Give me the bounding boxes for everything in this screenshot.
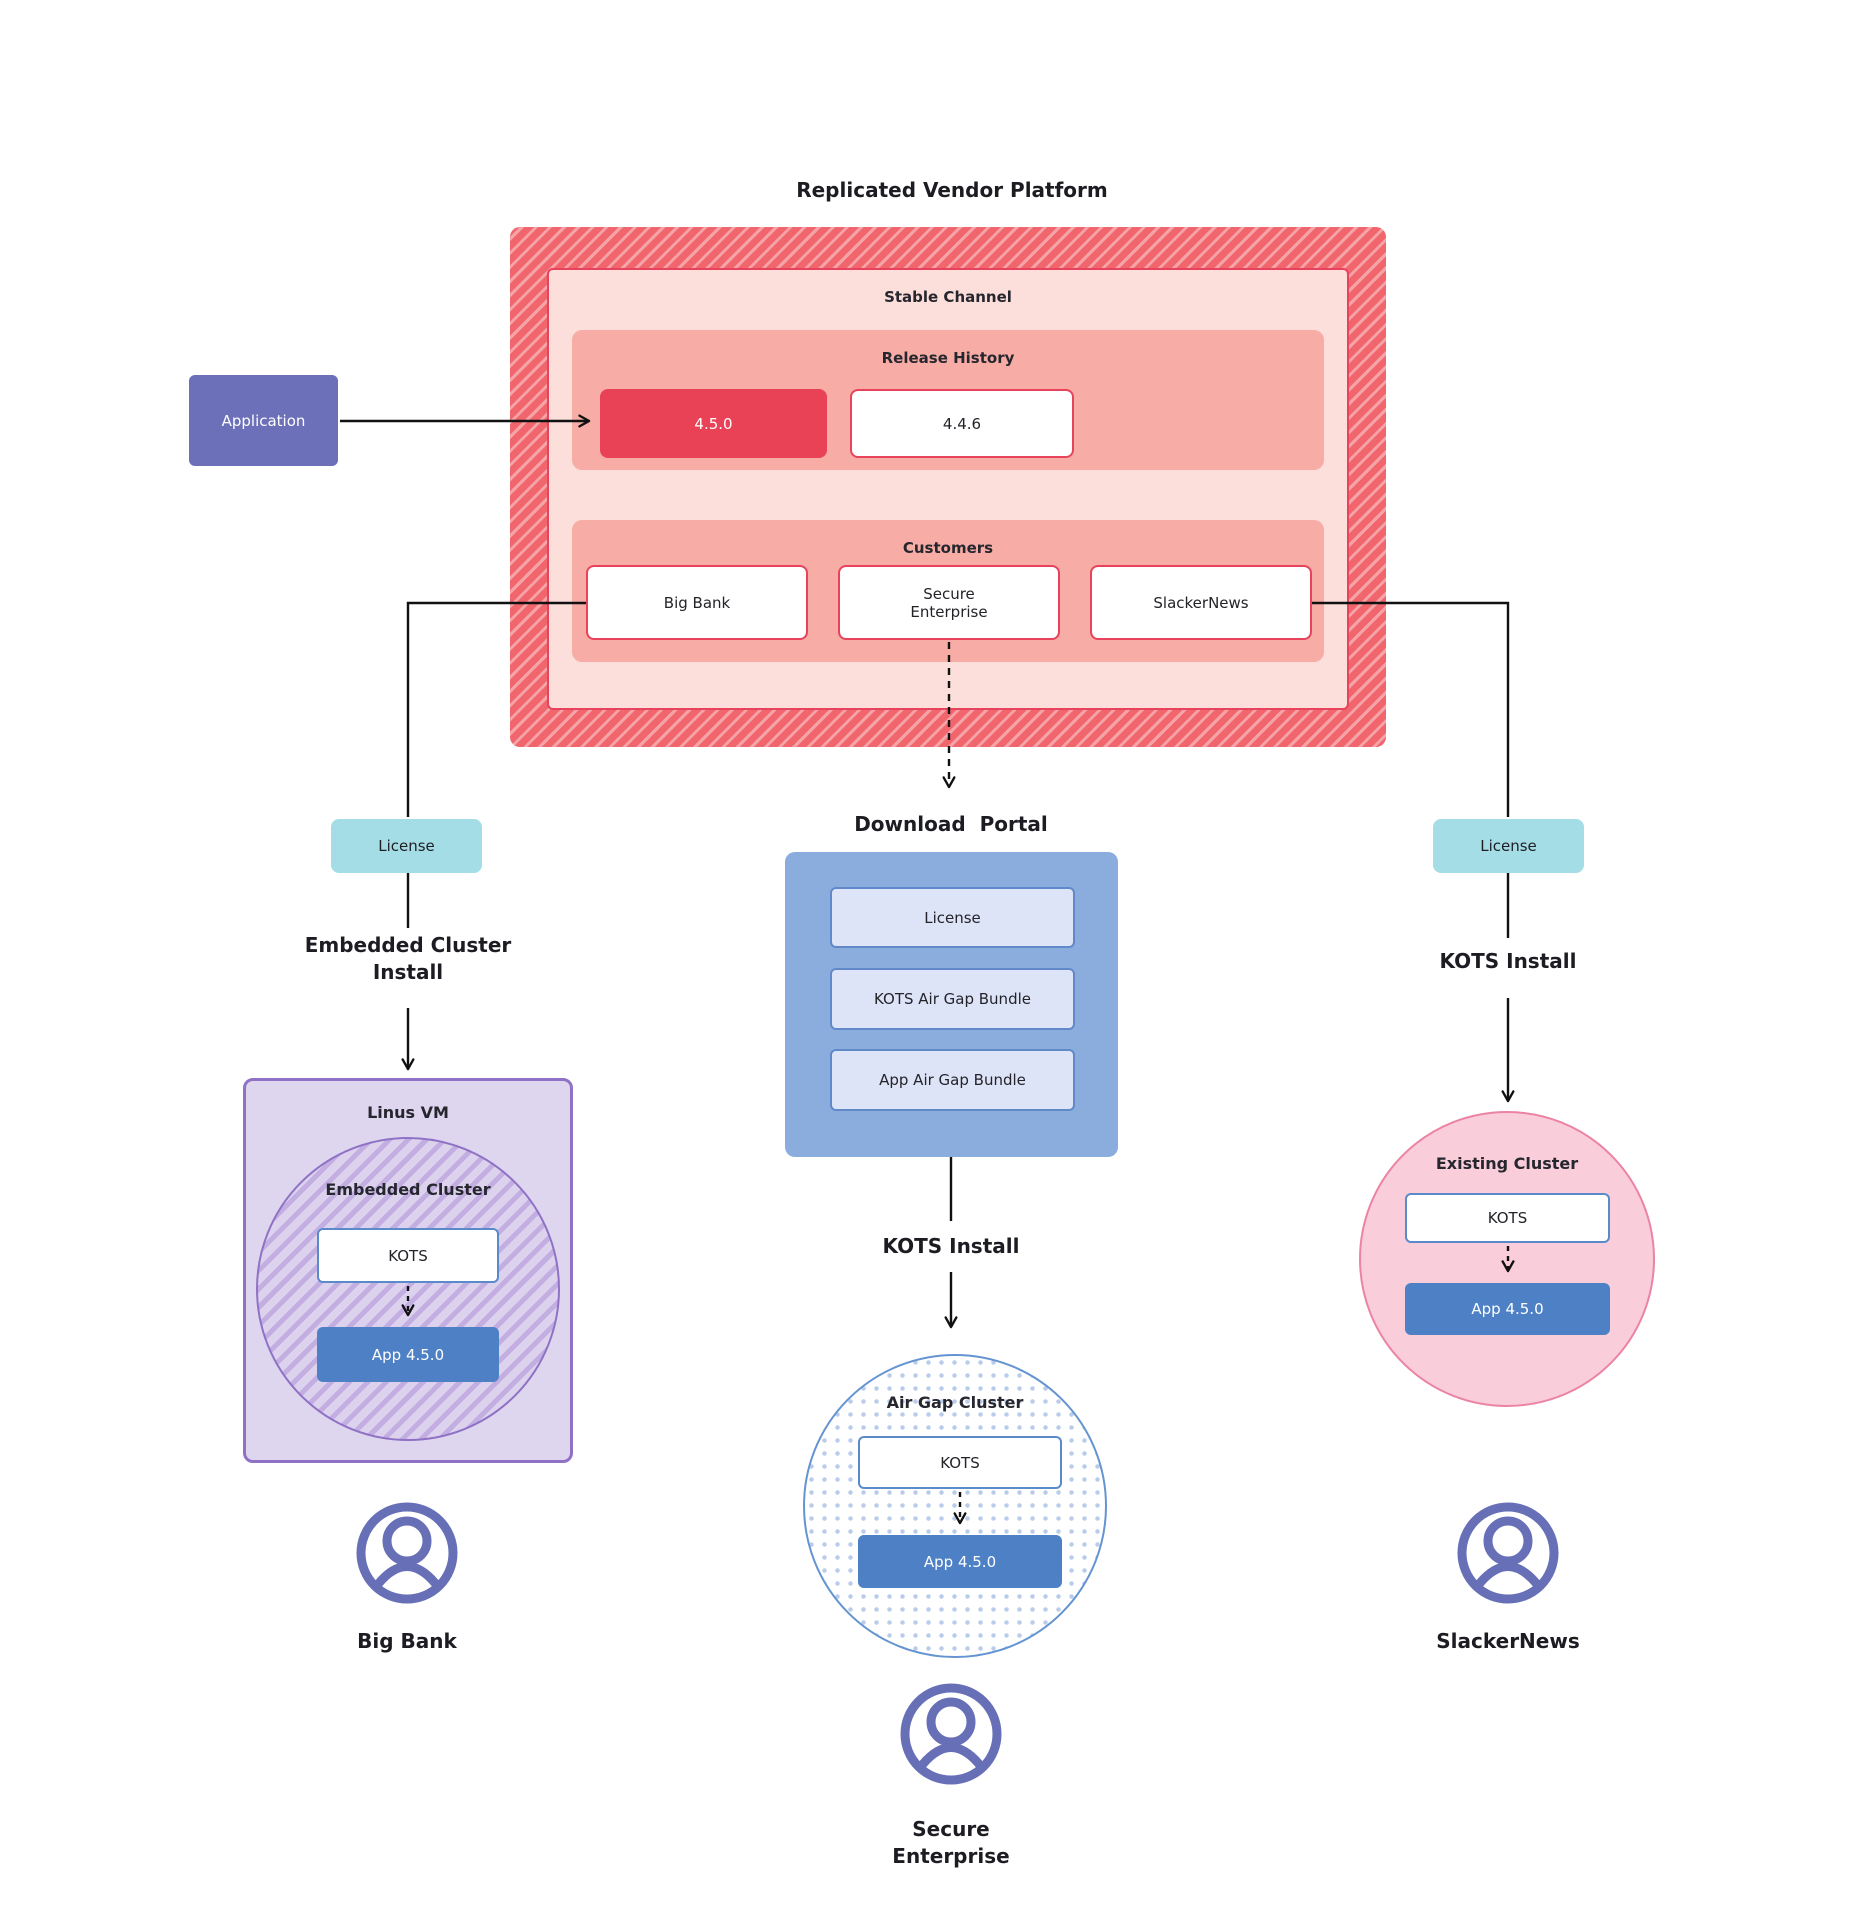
kots-box-middle: KOTS [858,1436,1062,1489]
customer-secure-enterprise: Secure Enterprise [838,565,1060,640]
release-history-label: Release History [881,349,1015,367]
secure-enterprise-name: Secure Enterprise [892,1817,1010,1868]
secure-enterprise-user-icon [900,1683,1002,1785]
kots-install-label-middle: KOTS Install [882,1233,1020,1258]
stable-channel-label: Stable Channel [884,288,1012,306]
customer-secure-enterprise-label: Secure Enterprise [910,584,988,621]
app-box-left: App 4.5.0 [317,1327,499,1382]
portal-item-app-airgap-bundle: App Air Gap Bundle [830,1049,1075,1111]
release-4-4-6: 4.4.6 [850,389,1074,458]
license-box-right: License [1433,819,1584,873]
app-box-right: App 4.5.0 [1405,1283,1610,1335]
air-gap-cluster-circle [803,1354,1107,1658]
slackernews-user-icon [1457,1502,1559,1604]
app-box-middle: App 4.5.0 [858,1535,1062,1588]
portal-item-kots-airgap-bundle: KOTS Air Gap Bundle [830,968,1075,1030]
linus-vm-label: Linus VM [367,1102,449,1122]
air-gap-cluster-label: Air Gap Cluster [886,1392,1024,1412]
embedded-cluster-label: Embedded Cluster [325,1179,491,1199]
customers-label: Customers [902,539,994,557]
existing-cluster-label: Existing Cluster [1435,1153,1579,1173]
embedded-cluster-install-label: Embedded Cluster Install [304,933,512,984]
release-4-5-0: 4.5.0 [600,389,827,458]
slackernews-name: SlackerNews [1436,1628,1580,1653]
kots-install-label-right: KOTS Install [1439,948,1577,973]
kots-box-left: KOTS [317,1228,499,1283]
customer-slackernews: SlackerNews [1090,565,1312,640]
portal-item-license: License [830,887,1075,948]
customer-big-bank: Big Bank [586,565,808,640]
download-portal-label: Download Portal [854,811,1048,836]
application-box: Application [189,375,338,466]
kots-box-right: KOTS [1405,1193,1610,1243]
big-bank-name: Big Bank [357,1628,457,1653]
page-title: Replicated Vendor Platform [796,178,1108,202]
big-bank-user-icon [356,1502,458,1604]
license-box-left: License [331,819,482,873]
